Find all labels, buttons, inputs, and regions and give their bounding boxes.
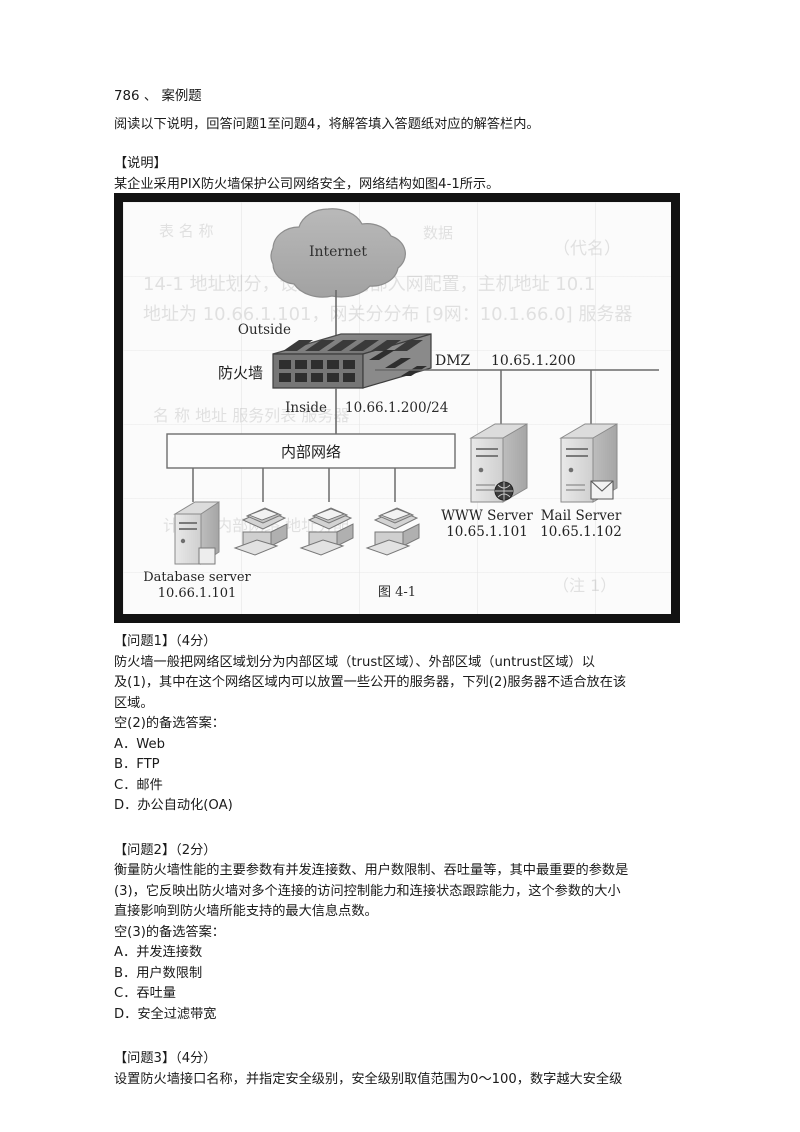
inside-address: 10.66.1.200/24	[345, 400, 448, 416]
question-2-option-a[interactable]: A．并发连接数	[114, 945, 203, 961]
workstation-icon	[233, 507, 288, 556]
question-2-body-line: 直接影响到防火墙所能支持的最大信息点数。	[114, 904, 378, 920]
question-2-body-line: (3)，它反映出防火墙对多个连接的访问控制能力和连接状态跟踪能力，这个参数的大小	[114, 883, 621, 899]
mail-server-name: Mail Server	[541, 508, 622, 524]
mail-server-address: 10.65.1.102	[540, 524, 622, 540]
cloud-label: Internet	[309, 244, 367, 260]
question-2-option-c[interactable]: C．吞吐量	[114, 986, 176, 1002]
question-3-heading: 【问题3】（4分）	[114, 1051, 217, 1066]
question-2-option-b[interactable]: B．用户数限制	[114, 965, 203, 981]
question-1-options-prompt: 空(2)的备选答案：	[114, 716, 225, 732]
question-block-1: 【问题1】（4分） 防火墙一般把网络区域划分为内部区域（trust区域）、外部区…	[114, 632, 690, 817]
www-server-name: WWW Server	[441, 508, 533, 524]
question-1-option-a[interactable]: A．Web	[114, 736, 165, 752]
description-heading: 【说明】	[114, 156, 167, 171]
database-server-address: 10.66.1.101	[158, 586, 237, 601]
question-block-3: 【问题3】（4分） 设置防火墙接口名称，并指定安全级别，安全级别取值范围为0～1…	[114, 1049, 690, 1090]
question-block-2: 【问题2】（2分） 衡量防火墙性能的主要参数有并发连接数、用户数限制、吞吐量等，…	[114, 841, 690, 1026]
workstation-icon	[365, 507, 420, 556]
question-1-option-d[interactable]: D．办公自动化(OA)	[114, 798, 233, 814]
spacer	[114, 1025, 690, 1049]
inside-label: Inside	[285, 400, 327, 416]
question-3-body-line: 设置防火墙接口名称，并指定安全级别，安全级别取值范围为0～100，数字越大安全级	[114, 1071, 623, 1087]
question-number: 786 、 案例题	[114, 89, 202, 104]
question-2-heading: 【问题2】（2分）	[114, 842, 217, 858]
figure-caption: 图 4-1	[377, 585, 417, 600]
mail-server-icon	[559, 423, 618, 503]
question-1-option-c[interactable]: C．邮件	[114, 777, 163, 793]
dmz-label: DMZ	[435, 353, 471, 369]
question-1-option-b[interactable]: B．FTP	[114, 757, 160, 773]
question-1-body-line: 及(1)，其中在这个网络区域内可以放置一些公开的服务器，下列(2)服务器不适合放…	[114, 675, 627, 691]
internet-cloud-icon	[270, 208, 406, 298]
database-server-name: Database server	[143, 570, 251, 585]
firewall-icon	[272, 333, 432, 389]
network-topology-svg: Internet Outside	[143, 208, 659, 601]
www-server-address: 10.65.1.101	[446, 524, 528, 540]
network-diagram-figure: 表 名 称 数据 （代名） 14-1 地址划分，设置企业内部入网配置，主机地址 …	[114, 193, 680, 623]
question-1-body-line: 防火墙一般把网络区域划分为内部区域（trust区域）、外部区域（untrust区…	[114, 654, 595, 670]
questions-container: 【问题1】（4分） 防火墙一般把网络区域划分为内部区域（trust区域）、外部区…	[114, 632, 690, 1090]
question-1-heading: 【问题1】（4分）	[114, 634, 217, 649]
spacer	[114, 817, 690, 841]
question-2-body-line: 衡量防火墙性能的主要参数有并发连接数、用户数限制、吞吐量等，其中最重要的参数是	[114, 863, 629, 878]
figure-scan-background: 表 名 称 数据 （代名） 14-1 地址划分，设置企业内部入网配置，主机地址 …	[123, 202, 671, 614]
document-body: 786 、 案例题 阅读以下说明，回答问题1至问题4，将解答填入答题纸对应的解答…	[114, 86, 686, 195]
workstation-icon	[299, 507, 354, 556]
firewall-label: 防火墙	[218, 364, 263, 382]
database-server-icon	[173, 501, 220, 565]
www-server-icon	[469, 423, 528, 503]
spacer	[114, 135, 686, 154]
instruction-text: 阅读以下说明，回答问题1至问题4，将解答填入答题纸对应的解答栏内。	[114, 117, 540, 132]
question-2-option-d[interactable]: D．安全过滤带宽	[114, 1006, 217, 1022]
dmz-address: 10.65.1.200	[491, 353, 576, 369]
description-text: 某企业采用PIX防火墙保护公司网络安全，网络结构如图4-1所示。	[114, 176, 500, 192]
question-1-body-line: 区域。	[114, 695, 154, 711]
outside-label: Outside	[238, 322, 291, 338]
internal-network-bus: 内部网络	[166, 433, 456, 469]
internal-network-label: 内部网络	[281, 443, 341, 461]
question-2-options-prompt: 空(3)的备选答案：	[114, 924, 225, 940]
